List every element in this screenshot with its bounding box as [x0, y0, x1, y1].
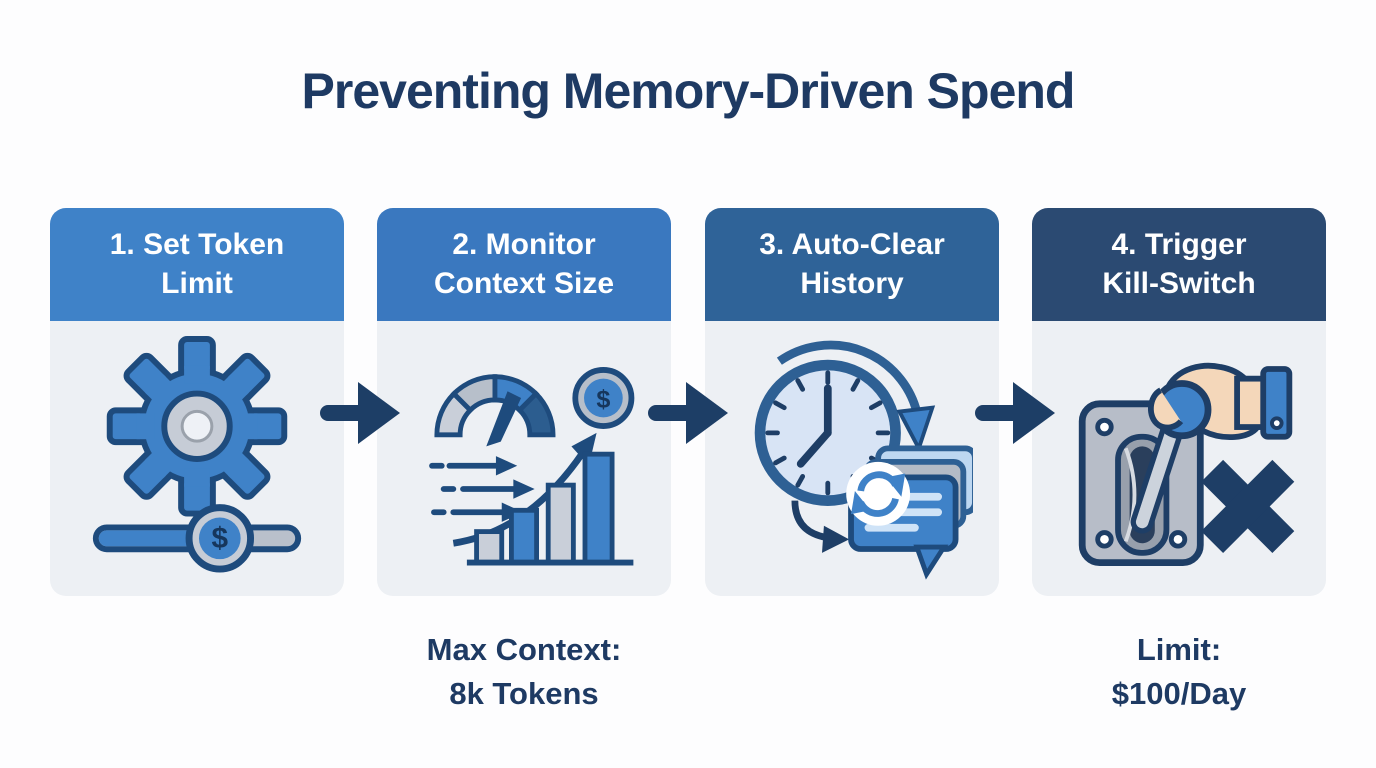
flow-arrow-icon	[975, 382, 1055, 444]
bar-chart-icon	[466, 451, 634, 565]
dollar-sign: $	[596, 385, 610, 413]
cuff-icon	[1260, 365, 1293, 440]
step-4-caption-line2: $100/Day	[1111, 676, 1247, 712]
clock-hands	[796, 383, 832, 468]
step-3-header-line1: 3. Auto-Clear	[759, 228, 945, 262]
step-2-caption: Max Context: 8k Tokens	[377, 628, 671, 716]
dollar-slider-icon: $	[92, 503, 302, 573]
step-3-body	[705, 321, 999, 596]
step-2-caption-line1: Max Context:	[426, 632, 622, 667]
step-card-1: 1. Set Token Limit	[50, 208, 344, 596]
page-title: Preventing Memory-Driven Spend	[301, 63, 1076, 119]
refresh-icon	[846, 461, 911, 526]
gear-icon	[106, 335, 288, 517]
step-card-2: 2. Monitor Context Size $	[377, 208, 671, 596]
step-1-header-line1: 1. Set Token	[109, 228, 285, 262]
dollar-coin-icon: $	[572, 366, 635, 429]
gauge-needle	[486, 390, 522, 446]
step-2-caption-line2: 8k Tokens	[449, 676, 599, 712]
speed-arrows-icon	[429, 462, 519, 515]
hand-kill-switch-icon	[1078, 362, 1295, 566]
flow-arrow-icon	[648, 382, 728, 444]
flow-arrow-icon	[320, 382, 400, 444]
circular-arrow-icon	[776, 340, 936, 453]
step-2-header: 2. Monitor Context Size	[377, 208, 671, 321]
small-curved-arrow-icon	[791, 499, 850, 553]
step-2-header-line2: Context Size	[433, 266, 615, 300]
gear-dollar-slider-icon: $	[92, 335, 302, 573]
step-1-header: 1. Set Token Limit	[50, 208, 344, 321]
step-4-caption: Limit: $100/Day	[1032, 628, 1326, 716]
step-2-header-line1: 2. Monitor	[452, 228, 596, 262]
step-1-header-line2: Limit	[161, 266, 233, 300]
clock-refresh-chat-icon	[754, 340, 973, 580]
gauge-icon	[434, 373, 556, 437]
step-1-body: $	[50, 321, 344, 596]
x-mark-icon	[1201, 459, 1295, 553]
step-card-3: 3. Auto-Clear History	[705, 208, 999, 596]
step-3-header: 3. Auto-Clear History	[705, 208, 999, 321]
step-4-body	[1032, 321, 1326, 596]
dollar-sign: $	[212, 522, 229, 555]
step-2-body: $	[377, 321, 671, 596]
step-4-header: 4. Trigger Kill-Switch	[1032, 208, 1326, 321]
step-4-header-line2: Kill-Switch	[1102, 266, 1256, 300]
hand-icon	[1148, 362, 1293, 440]
usage-gauge-growth-chart-icon: $	[429, 366, 635, 565]
step-3-header-line2: History	[800, 266, 904, 300]
step-card-4: 4. Trigger Kill-Switch	[1032, 208, 1326, 596]
step-4-caption-line1: Limit:	[1136, 632, 1222, 667]
step-4-header-line1: 4. Trigger	[1111, 228, 1247, 262]
